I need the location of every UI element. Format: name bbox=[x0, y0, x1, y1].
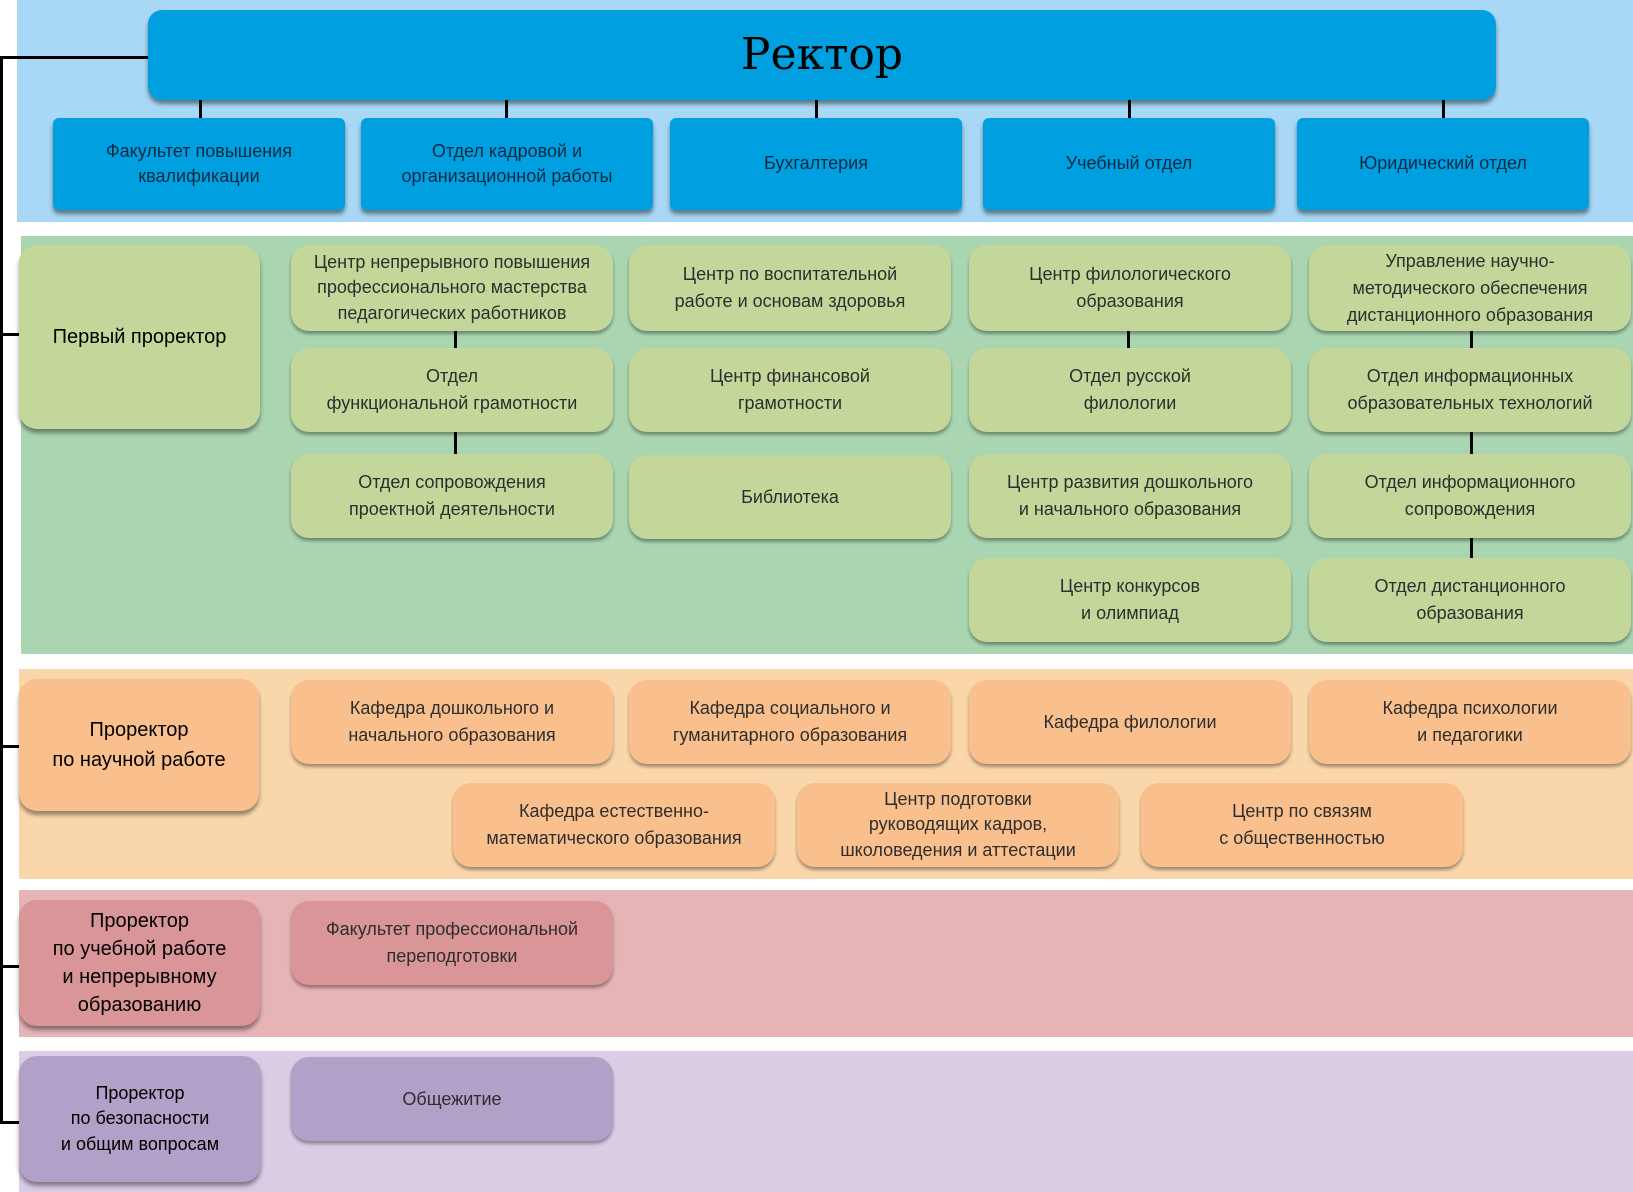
research-vice-rector-box: Проректор по научной работе bbox=[19, 679, 259, 811]
unit-label: Отдел русской филологии bbox=[1069, 366, 1191, 413]
unit-label: Кафедра психологии и педагогики bbox=[1382, 698, 1558, 745]
unit-label: Общежитие bbox=[402, 1088, 502, 1109]
security-vice-rector-title: Проректор по безопасности и общим вопрос… bbox=[60, 1083, 220, 1154]
department-label: Юридический отдел bbox=[1359, 153, 1527, 174]
connector-rector-dept2 bbox=[505, 100, 508, 118]
unit-label: Отдел информационного сопровождения bbox=[1364, 472, 1576, 519]
department-label: Факультет повышения квалификации bbox=[105, 140, 292, 186]
left-connector-vertical bbox=[0, 56, 3, 1123]
unit-box: Центр по воспитательной работе и основам… bbox=[629, 245, 951, 331]
security-vice-rector-box: Проректор по безопасности и общим вопрос… bbox=[19, 1056, 261, 1182]
left-connector-to-education bbox=[0, 965, 19, 968]
research-vice-rector-title: Проректор по научной работе bbox=[52, 719, 226, 771]
unit-box: Центр развития дошкольного и начального … bbox=[969, 454, 1291, 538]
unit-box: Центр конкурсов и олимпиад bbox=[969, 558, 1291, 642]
connector-rector-dept5 bbox=[1442, 100, 1445, 118]
connector-col3-1 bbox=[1127, 331, 1130, 348]
unit-box: Общежитие bbox=[291, 1057, 613, 1141]
unit-label: Кафедра дошкольного и начального образов… bbox=[348, 698, 556, 745]
unit-label: Отдел информационных образовательных тех… bbox=[1347, 366, 1593, 413]
unit-box: Кафедра филологии bbox=[969, 680, 1291, 764]
department-box: Факультет повышения квалификации bbox=[53, 118, 345, 210]
unit-label: Центр филологического образования bbox=[1029, 264, 1231, 311]
connector-col4-1 bbox=[1470, 331, 1473, 348]
unit-box: Центр непрерывного повышения профессиона… bbox=[291, 245, 613, 331]
first-vice-rector-box: Первый проректор bbox=[19, 245, 260, 429]
unit-label: Управление научно- методического обеспеч… bbox=[1346, 250, 1594, 325]
unit-label: Центр непрерывного повышения профессиона… bbox=[313, 252, 591, 323]
unit-label: Кафедра филологии bbox=[1043, 711, 1217, 732]
unit-box: Библиотека bbox=[629, 455, 951, 539]
connector-rector-dept4 bbox=[1128, 100, 1131, 118]
department-label: Учебный отдел bbox=[1065, 153, 1193, 174]
rector-title: Ректор bbox=[740, 29, 904, 81]
unit-label: Центр развития дошкольного и начального … bbox=[1007, 472, 1253, 519]
left-connector-to-security bbox=[0, 1121, 19, 1124]
unit-label: Центр подготовки руководящих кадров, шко… bbox=[840, 789, 1076, 860]
department-box: Отдел кадровой и организационной работы bbox=[361, 118, 653, 210]
security-vice-rector-band bbox=[19, 1051, 1633, 1192]
unit-label: Отдел функциональной грамотности bbox=[326, 366, 578, 413]
unit-box: Отдел сопровождения проектной деятельнос… bbox=[291, 454, 613, 538]
unit-box: Кафедра естественно- математического обр… bbox=[453, 783, 775, 867]
connector-col4-2 bbox=[1470, 432, 1473, 454]
unit-label: Отдел дистанционного образования bbox=[1374, 576, 1566, 623]
unit-box: Центр по связям с общественностью bbox=[1141, 783, 1463, 867]
unit-box: Кафедра психологии и педагогики bbox=[1309, 680, 1631, 764]
unit-box: Отдел информационного сопровождения bbox=[1309, 454, 1631, 538]
connector-col1-1 bbox=[454, 331, 457, 348]
unit-label: Кафедра социального и гуманитарного обра… bbox=[672, 698, 908, 745]
unit-label: Библиотека bbox=[741, 486, 839, 507]
unit-label: Центр финансовой грамотности bbox=[710, 366, 870, 413]
department-label: Отдел кадровой и организационной работы bbox=[401, 140, 613, 186]
unit-box: Центр финансовой грамотности bbox=[629, 348, 951, 432]
unit-box: Кафедра дошкольного и начального образов… bbox=[291, 680, 613, 764]
department-box: Юридический отдел bbox=[1297, 118, 1589, 210]
left-connector-to-research bbox=[0, 745, 19, 748]
department-box: Учебный отдел bbox=[983, 118, 1275, 210]
unit-box: Центр филологического образования bbox=[969, 245, 1291, 331]
unit-box: Кафедра социального и гуманитарного обра… bbox=[629, 680, 951, 764]
left-connector-to-rector bbox=[0, 56, 148, 59]
unit-label: Центр по связям с общественностью bbox=[1219, 801, 1385, 848]
unit-box: Центр подготовки руководящих кадров, шко… bbox=[797, 783, 1119, 867]
unit-label: Центр конкурсов и олимпиад bbox=[1059, 576, 1201, 623]
unit-label: Кафедра естественно- математического обр… bbox=[486, 801, 742, 848]
unit-box: Отдел информационных образовательных тех… bbox=[1309, 348, 1631, 432]
connector-rector-dept1 bbox=[199, 100, 202, 118]
unit-box: Отдел функциональной грамотности bbox=[291, 348, 613, 432]
unit-box: Факультет профессиональной переподготовк… bbox=[291, 901, 613, 985]
left-connector-to-first bbox=[0, 333, 19, 336]
department-box: Бухгалтерия bbox=[670, 118, 962, 210]
education-vice-rector-box: Проректор по учебной работе и непрерывно… bbox=[19, 900, 260, 1026]
unit-box: Отдел русской филологии bbox=[969, 348, 1291, 432]
education-vice-rector-title: Проректор по учебной работе и непрерывно… bbox=[52, 910, 227, 1016]
connector-col1-2 bbox=[454, 432, 457, 454]
connector-rector-dept3 bbox=[815, 100, 818, 118]
department-label: Бухгалтерия bbox=[764, 153, 868, 174]
unit-label: Отдел сопровождения проектной деятельнос… bbox=[349, 472, 555, 519]
unit-box: Отдел дистанционного образования bbox=[1309, 558, 1631, 642]
unit-label: Центр по воспитательной работе и основам… bbox=[674, 264, 906, 311]
unit-label: Факультет профессиональной переподготовк… bbox=[325, 919, 579, 966]
rector-box: Ректор bbox=[148, 10, 1496, 100]
connector-col4-3 bbox=[1470, 538, 1473, 558]
unit-box: Управление научно- методического обеспеч… bbox=[1309, 245, 1631, 331]
first-vice-rector-title: Первый проректор bbox=[52, 326, 227, 348]
education-vice-rector-band bbox=[19, 890, 1633, 1037]
